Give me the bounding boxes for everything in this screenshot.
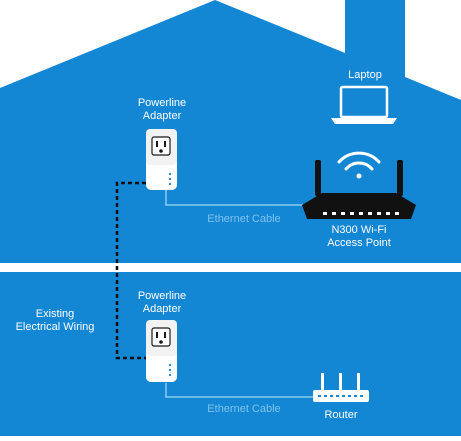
access-point-label-line1: N300 Wi-Fi <box>331 224 387 236</box>
wiring-label-line1: Existing <box>35 308 75 320</box>
adapter-label-line1: Powerline <box>137 290 187 302</box>
powerline-adapter-icon-lower <box>146 320 177 382</box>
router-label: Router <box>324 409 358 421</box>
access-point-label: N300 Wi-Fi Access Point <box>313 224 405 250</box>
laptop-label: Laptop <box>348 69 382 81</box>
ethernet-cable-label-lower: Ethernet Cable <box>207 403 281 415</box>
ethernet-cable-lower <box>165 383 313 398</box>
router-icon <box>313 373 369 402</box>
wifi-icon <box>337 151 381 179</box>
powerline-adapter-icon-upper <box>146 129 177 190</box>
ethernet-cable-upper <box>165 188 313 206</box>
adapter-label-line2: Adapter <box>142 303 182 315</box>
access-point-icon <box>302 160 416 219</box>
ethernet-cable-label-upper: Ethernet Cable <box>207 213 281 225</box>
adapter-label-line1: Powerline <box>137 97 187 109</box>
dashed-wire <box>115 181 146 360</box>
powerline-adapter-label-lower: Powerline Adapter <box>126 290 198 316</box>
wiring-label-line2: Electrical Wiring <box>15 321 95 333</box>
adapter-label-line2: Adapter <box>142 110 182 122</box>
floor-divider <box>0 263 461 272</box>
powerline-adapter-label-upper: Powerline Adapter <box>126 97 198 123</box>
access-point-label-line2: Access Point <box>327 237 391 249</box>
electrical-wiring-label: Existing Electrical Wiring <box>2 308 108 334</box>
laptop-icon <box>331 85 397 124</box>
